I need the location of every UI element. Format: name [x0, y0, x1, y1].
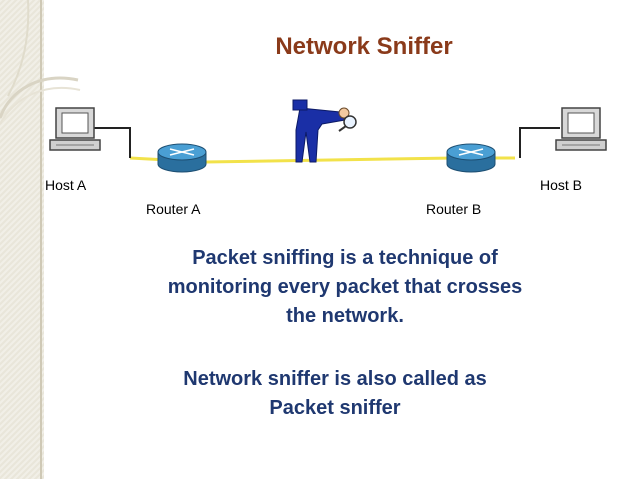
host-a-computer-icon [49, 107, 101, 151]
alias-line-1: Network sniffer is also called as [183, 368, 487, 390]
router-b-icon [446, 143, 496, 173]
alias-line-2: Packet sniffer [269, 397, 401, 419]
definition-line-3: the network. [286, 305, 404, 327]
sidebar-divider [40, 0, 42, 479]
sniffer-person-icon [292, 99, 357, 163]
definition-paragraph: Packet sniffing is a technique of monito… [110, 244, 580, 331]
host-b-computer-icon [555, 107, 607, 151]
router-a-label: Router A [146, 201, 201, 217]
decorative-sidebar [0, 0, 44, 479]
definition-line-2: monitoring every packet that crosses [167, 276, 523, 298]
router-a-icon [157, 143, 207, 173]
host-a-label: Host A [45, 177, 87, 193]
definition-line-1: Packet sniffing is a technique of [192, 247, 498, 269]
alias-paragraph: Network sniffer is also called as Packet… [110, 365, 560, 423]
swirl-decoration [0, 0, 81, 125]
router-b-label: Router B [426, 201, 482, 217]
network-diagram [49, 99, 607, 173]
host-b-label: Host B [540, 177, 583, 193]
page-title: Network Sniffer [275, 33, 453, 60]
